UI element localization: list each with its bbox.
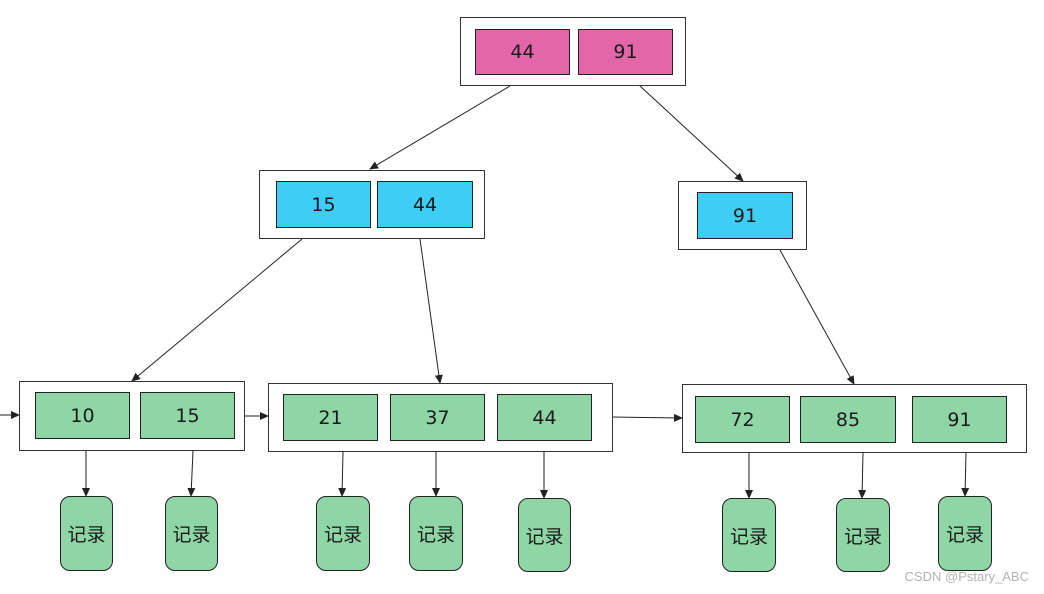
internal-node-right: 91 bbox=[678, 181, 807, 250]
leaf-key: 72 bbox=[695, 396, 790, 443]
leaf-node-2: 21 37 44 bbox=[268, 383, 613, 452]
leaf-key: 91 bbox=[912, 396, 1007, 443]
root-key: 44 bbox=[475, 29, 570, 75]
record-box: 记录 bbox=[722, 498, 776, 572]
edge-internal-left-to-leaf-1 bbox=[131, 238, 303, 382]
leaf-key: 44 bbox=[497, 394, 592, 441]
edge-internal-left-to-leaf-2 bbox=[419, 238, 443, 384]
edge-internal-right-to-leaf-3 bbox=[779, 249, 855, 385]
internal-key: 91 bbox=[697, 192, 793, 239]
record-box: 记录 bbox=[409, 496, 463, 571]
record-box: 记录 bbox=[316, 496, 370, 571]
edge-to-record bbox=[338, 451, 347, 497]
leaf-key: 10 bbox=[35, 392, 130, 439]
root-node: 44 91 bbox=[460, 17, 686, 86]
leaf-key: 15 bbox=[140, 392, 235, 439]
leaf-node-1: 10 15 bbox=[19, 381, 245, 451]
edge-to-record bbox=[858, 452, 867, 499]
leaf-key: 37 bbox=[390, 394, 485, 441]
internal-node-left: 15 44 bbox=[259, 170, 485, 239]
edge-to-record bbox=[961, 452, 970, 497]
record-box: 记录 bbox=[518, 498, 571, 572]
watermark-text: CSDN @Pstary_ABC bbox=[904, 569, 1029, 584]
edge-leaf-2-to-leaf-3 bbox=[611, 413, 683, 422]
leaf-node-3: 72 85 91 bbox=[682, 384, 1027, 453]
internal-key: 44 bbox=[377, 181, 473, 228]
record-box: 记录 bbox=[836, 498, 890, 572]
leaf-key: 85 bbox=[800, 396, 896, 443]
edge-root-to-internal-right bbox=[639, 85, 744, 182]
edge-to-record bbox=[187, 450, 196, 497]
leaf-key: 21 bbox=[283, 394, 378, 441]
root-key: 91 bbox=[578, 29, 673, 75]
edge-root-to-internal-left bbox=[369, 85, 511, 170]
internal-key: 15 bbox=[276, 181, 371, 228]
record-box: 记录 bbox=[60, 496, 113, 571]
record-box: 记录 bbox=[165, 496, 218, 571]
record-box: 记录 bbox=[938, 496, 992, 571]
